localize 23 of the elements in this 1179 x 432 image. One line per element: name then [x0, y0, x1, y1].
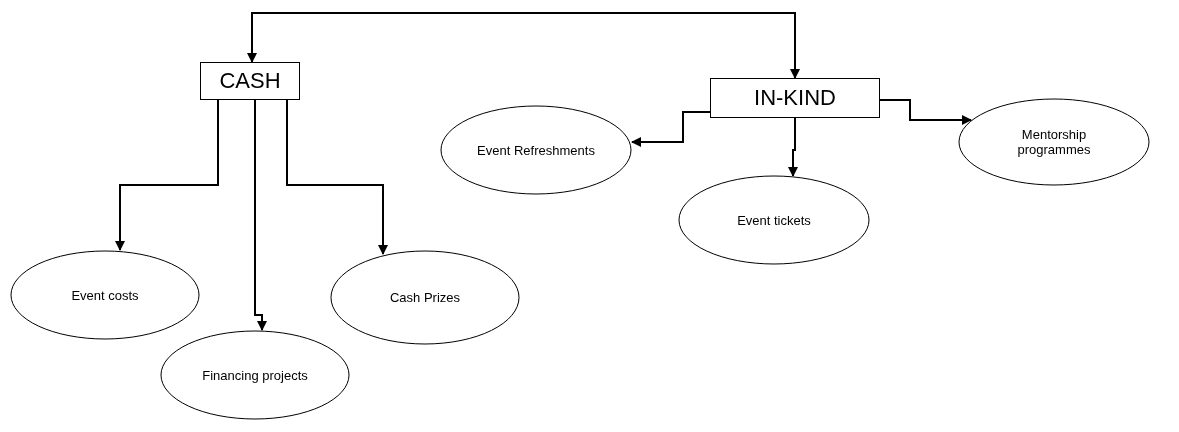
connector-arrow — [286, 99, 388, 255]
connector-arrow — [631, 111, 711, 147]
connector-arrow — [254, 99, 267, 331]
item-ellipse — [958, 98, 1150, 186]
category-box — [200, 62, 300, 100]
category-box — [710, 78, 880, 118]
item-ellipse — [10, 250, 200, 340]
item-ellipse — [440, 105, 632, 195]
item-ellipse — [160, 330, 350, 420]
node-label: CASH — [218, 68, 282, 94]
connector-arrow — [788, 117, 798, 177]
item-ellipse — [678, 175, 870, 265]
node-label: Event costs — [70, 287, 140, 303]
node-label: Financing projects — [201, 367, 309, 383]
node-label: Mentorship programmes — [1016, 127, 1092, 157]
node-label: Event Refreshments — [476, 142, 596, 158]
item-ellipse — [330, 250, 520, 345]
node-label: IN-KIND — [753, 85, 837, 111]
connector-arrow — [879, 99, 972, 125]
node-label: Event tickets — [736, 212, 812, 228]
connector-arrow — [115, 99, 219, 251]
node-label: Cash Prizes — [388, 290, 462, 305]
connector-arrow — [247, 12, 800, 79]
